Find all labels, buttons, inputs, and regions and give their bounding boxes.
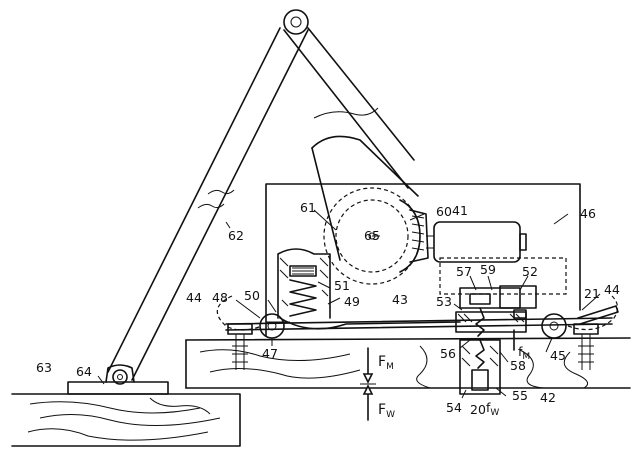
motor-41: [426, 221, 527, 263]
track-42: [185, 337, 631, 389]
label-61: 61: [300, 200, 316, 215]
sensor-box-dashed: [439, 257, 567, 295]
label-force-FW-main: F: [378, 402, 386, 418]
label-47: 47: [262, 346, 278, 361]
label-49: 49: [344, 294, 360, 309]
label-44-right: 44: [604, 282, 620, 297]
label-50: 50: [244, 288, 260, 303]
label-force-fW-main: f: [486, 400, 491, 415]
wheel-45: [541, 313, 567, 339]
screw-mount-left: [227, 323, 253, 370]
screw-mount-right: [573, 323, 599, 370]
label-force-fM: fM: [518, 344, 530, 362]
label-58: 58: [510, 358, 526, 373]
label-force-FW: FW: [378, 402, 395, 420]
force-arrow-FW: [362, 384, 374, 421]
label-force-fW-sub: W: [490, 408, 499, 418]
label-56: 56: [440, 346, 456, 361]
label-64: 64: [76, 364, 92, 379]
label-42: 42: [540, 390, 556, 405]
label-59: 59: [480, 262, 496, 277]
clamp-assembly-53-59: [455, 285, 537, 337]
label-44-left: 44: [186, 290, 202, 305]
label-53: 53: [436, 294, 452, 309]
label-54: 54: [446, 400, 462, 415]
label-41: 41: [452, 203, 468, 218]
wheel-47: [259, 313, 285, 339]
leader-lines: [97, 209, 601, 399]
label-force-FW-sub: W: [386, 410, 395, 420]
label-51: 51: [334, 278, 350, 293]
label-43: 43: [392, 292, 408, 307]
force-arrow-FM: [362, 347, 374, 384]
label-62: 62: [228, 228, 244, 243]
label-60: 60: [436, 204, 452, 219]
label-55: 55: [512, 388, 528, 403]
floor-63: [11, 393, 241, 447]
label-force-fM-main: f: [518, 344, 523, 359]
label-force-FM-main: F: [378, 354, 386, 370]
label-48: 48: [212, 290, 228, 305]
label-force-FM-sub: M: [386, 362, 394, 372]
label-force-FM: FM: [378, 354, 394, 372]
label-force-fW: fW: [486, 400, 499, 418]
rail-43: [225, 305, 619, 331]
arm-62: [107, 9, 415, 381]
dashed-arc-right-44: [567, 295, 619, 331]
label-63: 63: [36, 360, 52, 375]
label-57: 57: [456, 264, 472, 279]
label-force-fM-sub: M: [522, 352, 530, 362]
label-52: 52: [522, 264, 538, 279]
label-45: 45: [550, 348, 566, 363]
label-46: 46: [580, 206, 596, 221]
label-65: 65: [364, 228, 380, 243]
dashed-arc-left-44: [216, 295, 263, 331]
spring-unit-49-51: [277, 248, 331, 319]
sensor-54-20-55: [459, 339, 501, 395]
label-20: 20: [470, 402, 486, 417]
label-21: 21: [584, 286, 600, 301]
pivot-base-64: [67, 364, 169, 395]
